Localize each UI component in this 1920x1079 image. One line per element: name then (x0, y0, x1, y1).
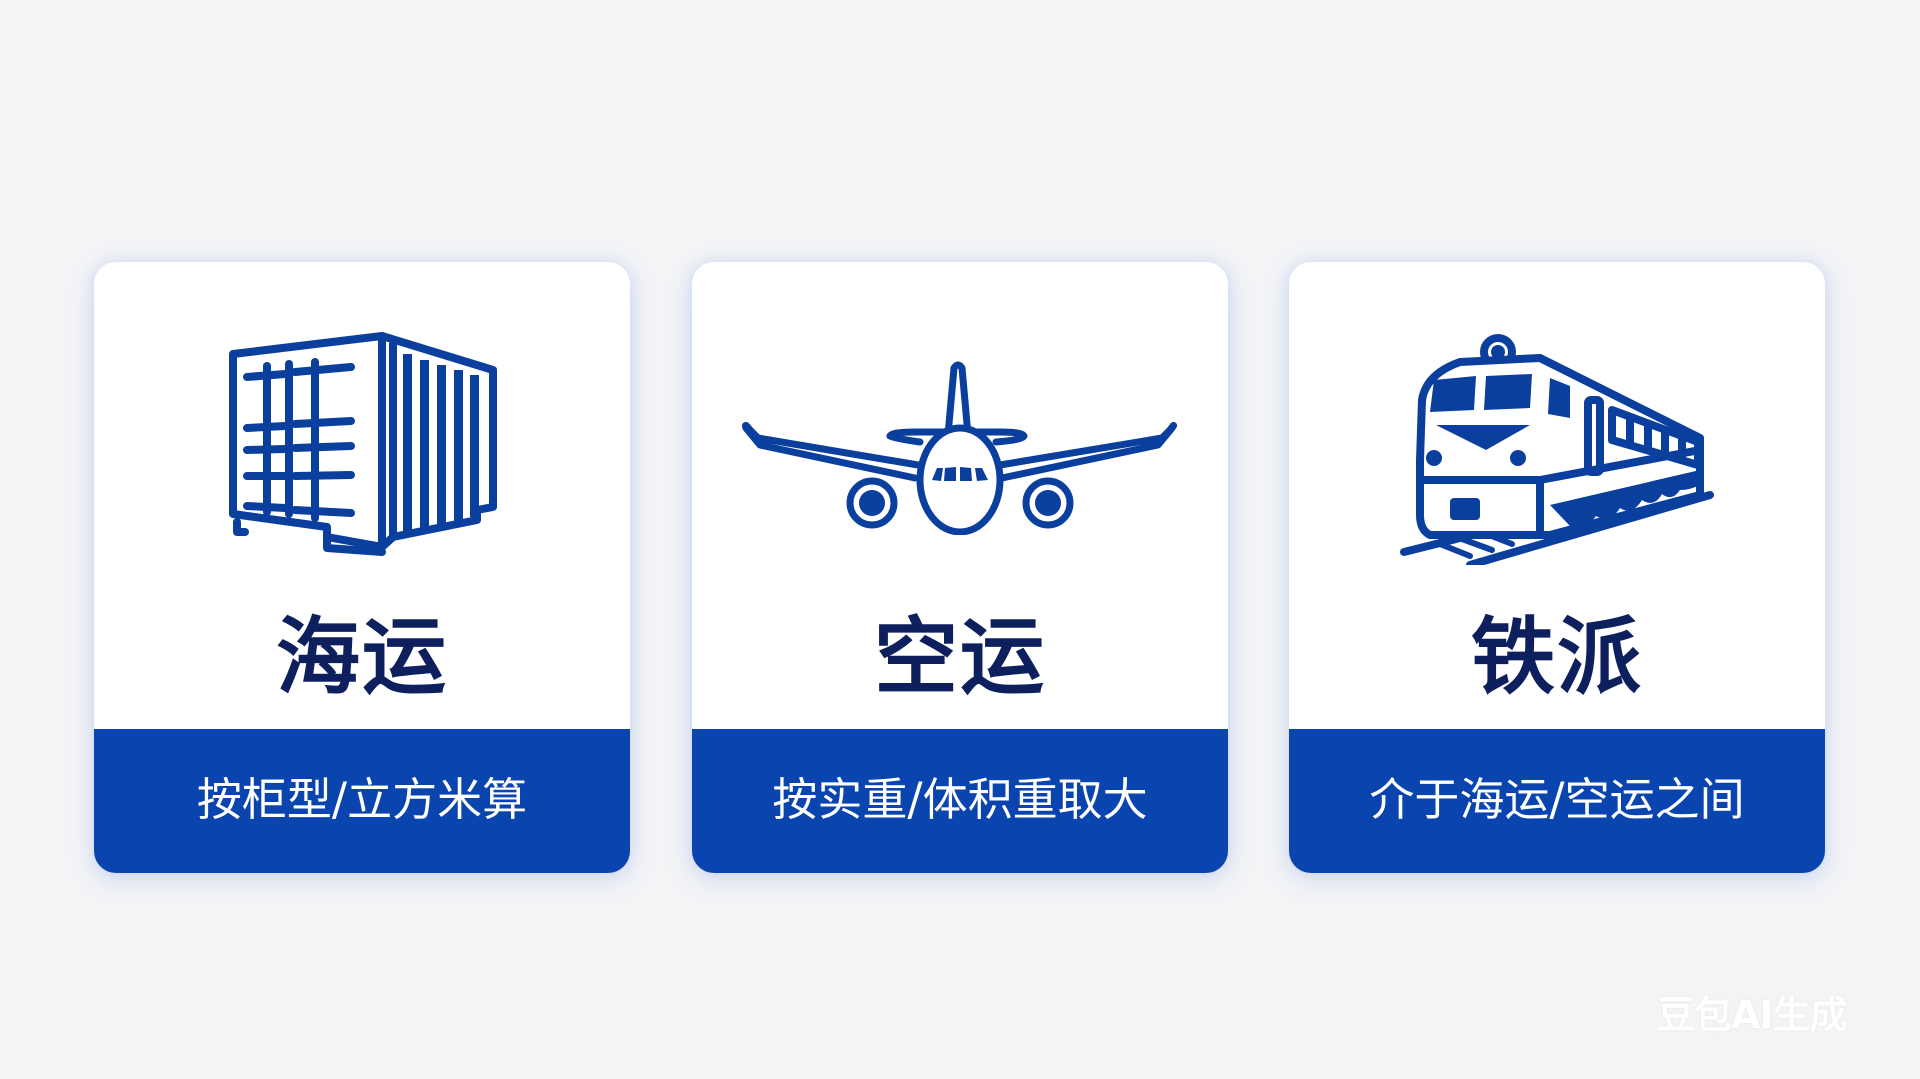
card-subtitle: 按实重/体积重取大 (772, 772, 1148, 826)
airplane-icon (692, 322, 1228, 572)
card-description-band: 按实重/体积重取大 (692, 729, 1228, 873)
card-rail-freight: 铁派 介于海运/空运之间 (1289, 262, 1825, 873)
shipping-container-icon (94, 322, 630, 572)
card-subtitle: 按柜型/立方米算 (196, 772, 528, 826)
card-title: 空运 (873, 608, 1046, 706)
train-icon (1289, 322, 1825, 572)
card-air-freight: 空运 按实重/体积重取大 (692, 262, 1228, 873)
card-description-band: 按柜型/立方米算 (94, 729, 630, 873)
card-title: 铁派 (1470, 608, 1643, 706)
card-sea-freight: 海运 按柜型/立方米算 (94, 262, 630, 873)
card-title: 海运 (275, 608, 448, 706)
card-description-band: 介于海运/空运之间 (1289, 729, 1825, 873)
ai-generated-watermark: 豆包AI生成 (1657, 993, 1848, 1037)
card-subtitle: 介于海运/空运之间 (1369, 772, 1745, 826)
